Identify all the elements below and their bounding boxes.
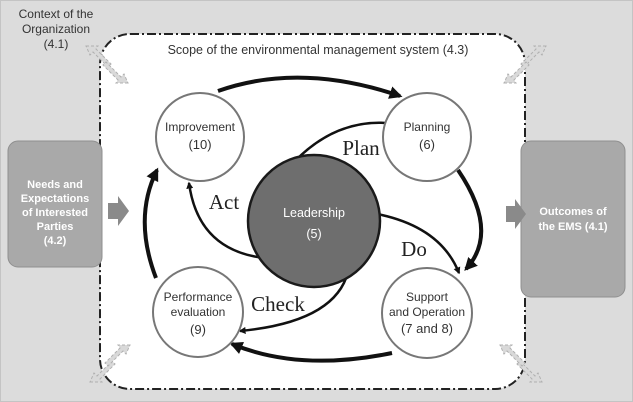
improvement-circle [155, 92, 245, 182]
leadership-circle [246, 153, 382, 289]
cycle-label-act: Act [209, 190, 239, 214]
performance-circle [152, 266, 244, 358]
arrow-leadership-to-performance [238, 271, 350, 334]
cycle-arrows [142, 75, 484, 363]
arrow-performance-to-improvement [142, 167, 159, 279]
support-ref: (7 and 8) [401, 321, 453, 336]
support-circle [381, 267, 473, 359]
outcomes-output-arrow [506, 199, 526, 229]
context-label-line3: (4.1) [44, 37, 69, 51]
cycle-label-do: Do [401, 237, 427, 261]
corner-arrow-bottom-right [499, 344, 543, 383]
outcomes-label-line2: the EMS (4.1) [538, 221, 607, 233]
performance-ref: (9) [190, 322, 206, 337]
planning-ref: (6) [419, 137, 435, 152]
needs-label-line3: of Interested [22, 207, 88, 219]
needs-box [7, 140, 103, 268]
performance-label-line2: evaluation [171, 305, 226, 319]
needs-label-line2: Expectations [21, 193, 89, 205]
arrow-support-to-performance [229, 341, 393, 363]
arrow-improvement-to-planning [217, 75, 403, 99]
cycle-label-check: Check [251, 292, 305, 316]
needs-input-arrow [108, 196, 129, 226]
needs-label-line4: Parties [37, 221, 74, 233]
outcomes-label-line1: Outcomes of [539, 206, 607, 218]
leadership-ref: (5) [306, 227, 321, 241]
corner-arrow-bottom-left [89, 344, 131, 383]
context-label-line2: Organization [22, 22, 90, 36]
corner-arrow-top-left [85, 45, 129, 84]
arrow-planning-to-support [456, 168, 484, 271]
leadership-label: Leadership [283, 206, 345, 220]
support-label-line1: Support [406, 290, 449, 304]
planning-label: Planning [404, 120, 451, 134]
needs-label-line5: (4.2) [44, 235, 67, 247]
improvement-ref: (10) [188, 137, 211, 152]
needs-label-line1: Needs and [27, 179, 83, 191]
performance-label-line1: Performance [164, 290, 233, 304]
improvement-label: Improvement [165, 120, 236, 134]
scope-label: Scope of the environmental management sy… [168, 43, 469, 57]
context-label-line1: Context of the [19, 7, 94, 21]
arrow-leadership-to-improvement [186, 181, 265, 260]
planning-circle [382, 92, 472, 182]
corner-arrow-top-right [503, 45, 547, 84]
arrow-leadership-to-support [371, 211, 461, 275]
cycle-label-plan: Plan [342, 136, 380, 160]
support-label-line2: and Operation [389, 305, 465, 319]
outcomes-box [520, 140, 626, 298]
